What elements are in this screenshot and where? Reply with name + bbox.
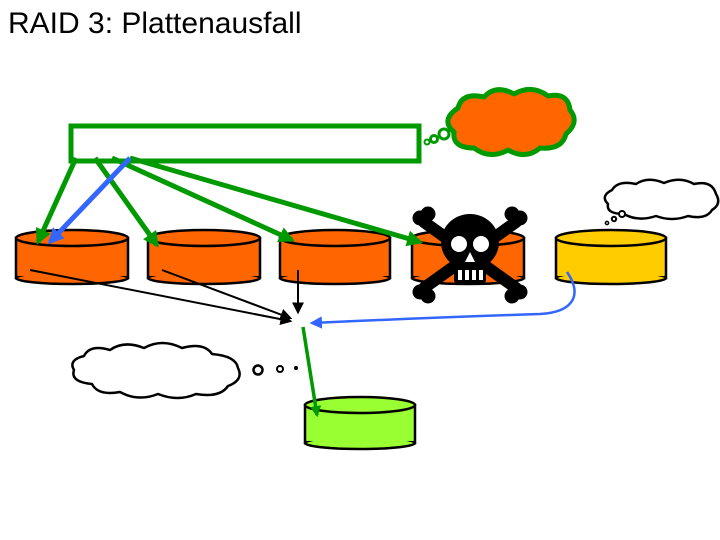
parity-thought-cloud xyxy=(603,178,720,226)
blue-arrow-disk-1 xyxy=(47,156,132,245)
spare-disk xyxy=(303,395,417,451)
write-arrow-disk-1 xyxy=(35,156,79,245)
parity-disk xyxy=(554,228,668,286)
orange-thought-cloud xyxy=(423,87,577,157)
parity-arrow xyxy=(309,271,576,329)
spare-thought-cloud xyxy=(71,341,298,400)
write-arrow-disk-3 xyxy=(110,155,295,243)
rebuild-arrow-spare xyxy=(301,326,322,418)
data-disk-3 xyxy=(278,228,392,286)
write-arrow-disk-4 xyxy=(129,155,424,247)
skull-crossbones-icon xyxy=(412,206,528,304)
data-disk-2 xyxy=(146,228,262,286)
xor-arrow-disk-1 xyxy=(29,269,293,326)
reconstruction-arrows xyxy=(29,269,304,326)
xor-arrow-disk-2 xyxy=(161,269,293,321)
write-arrow-disk-2 xyxy=(92,156,160,248)
controller-box xyxy=(68,123,422,164)
write-arrows xyxy=(35,155,424,248)
data-disk-1 xyxy=(14,228,130,286)
slide-title: RAID 3: Plattenausfall xyxy=(8,7,302,40)
